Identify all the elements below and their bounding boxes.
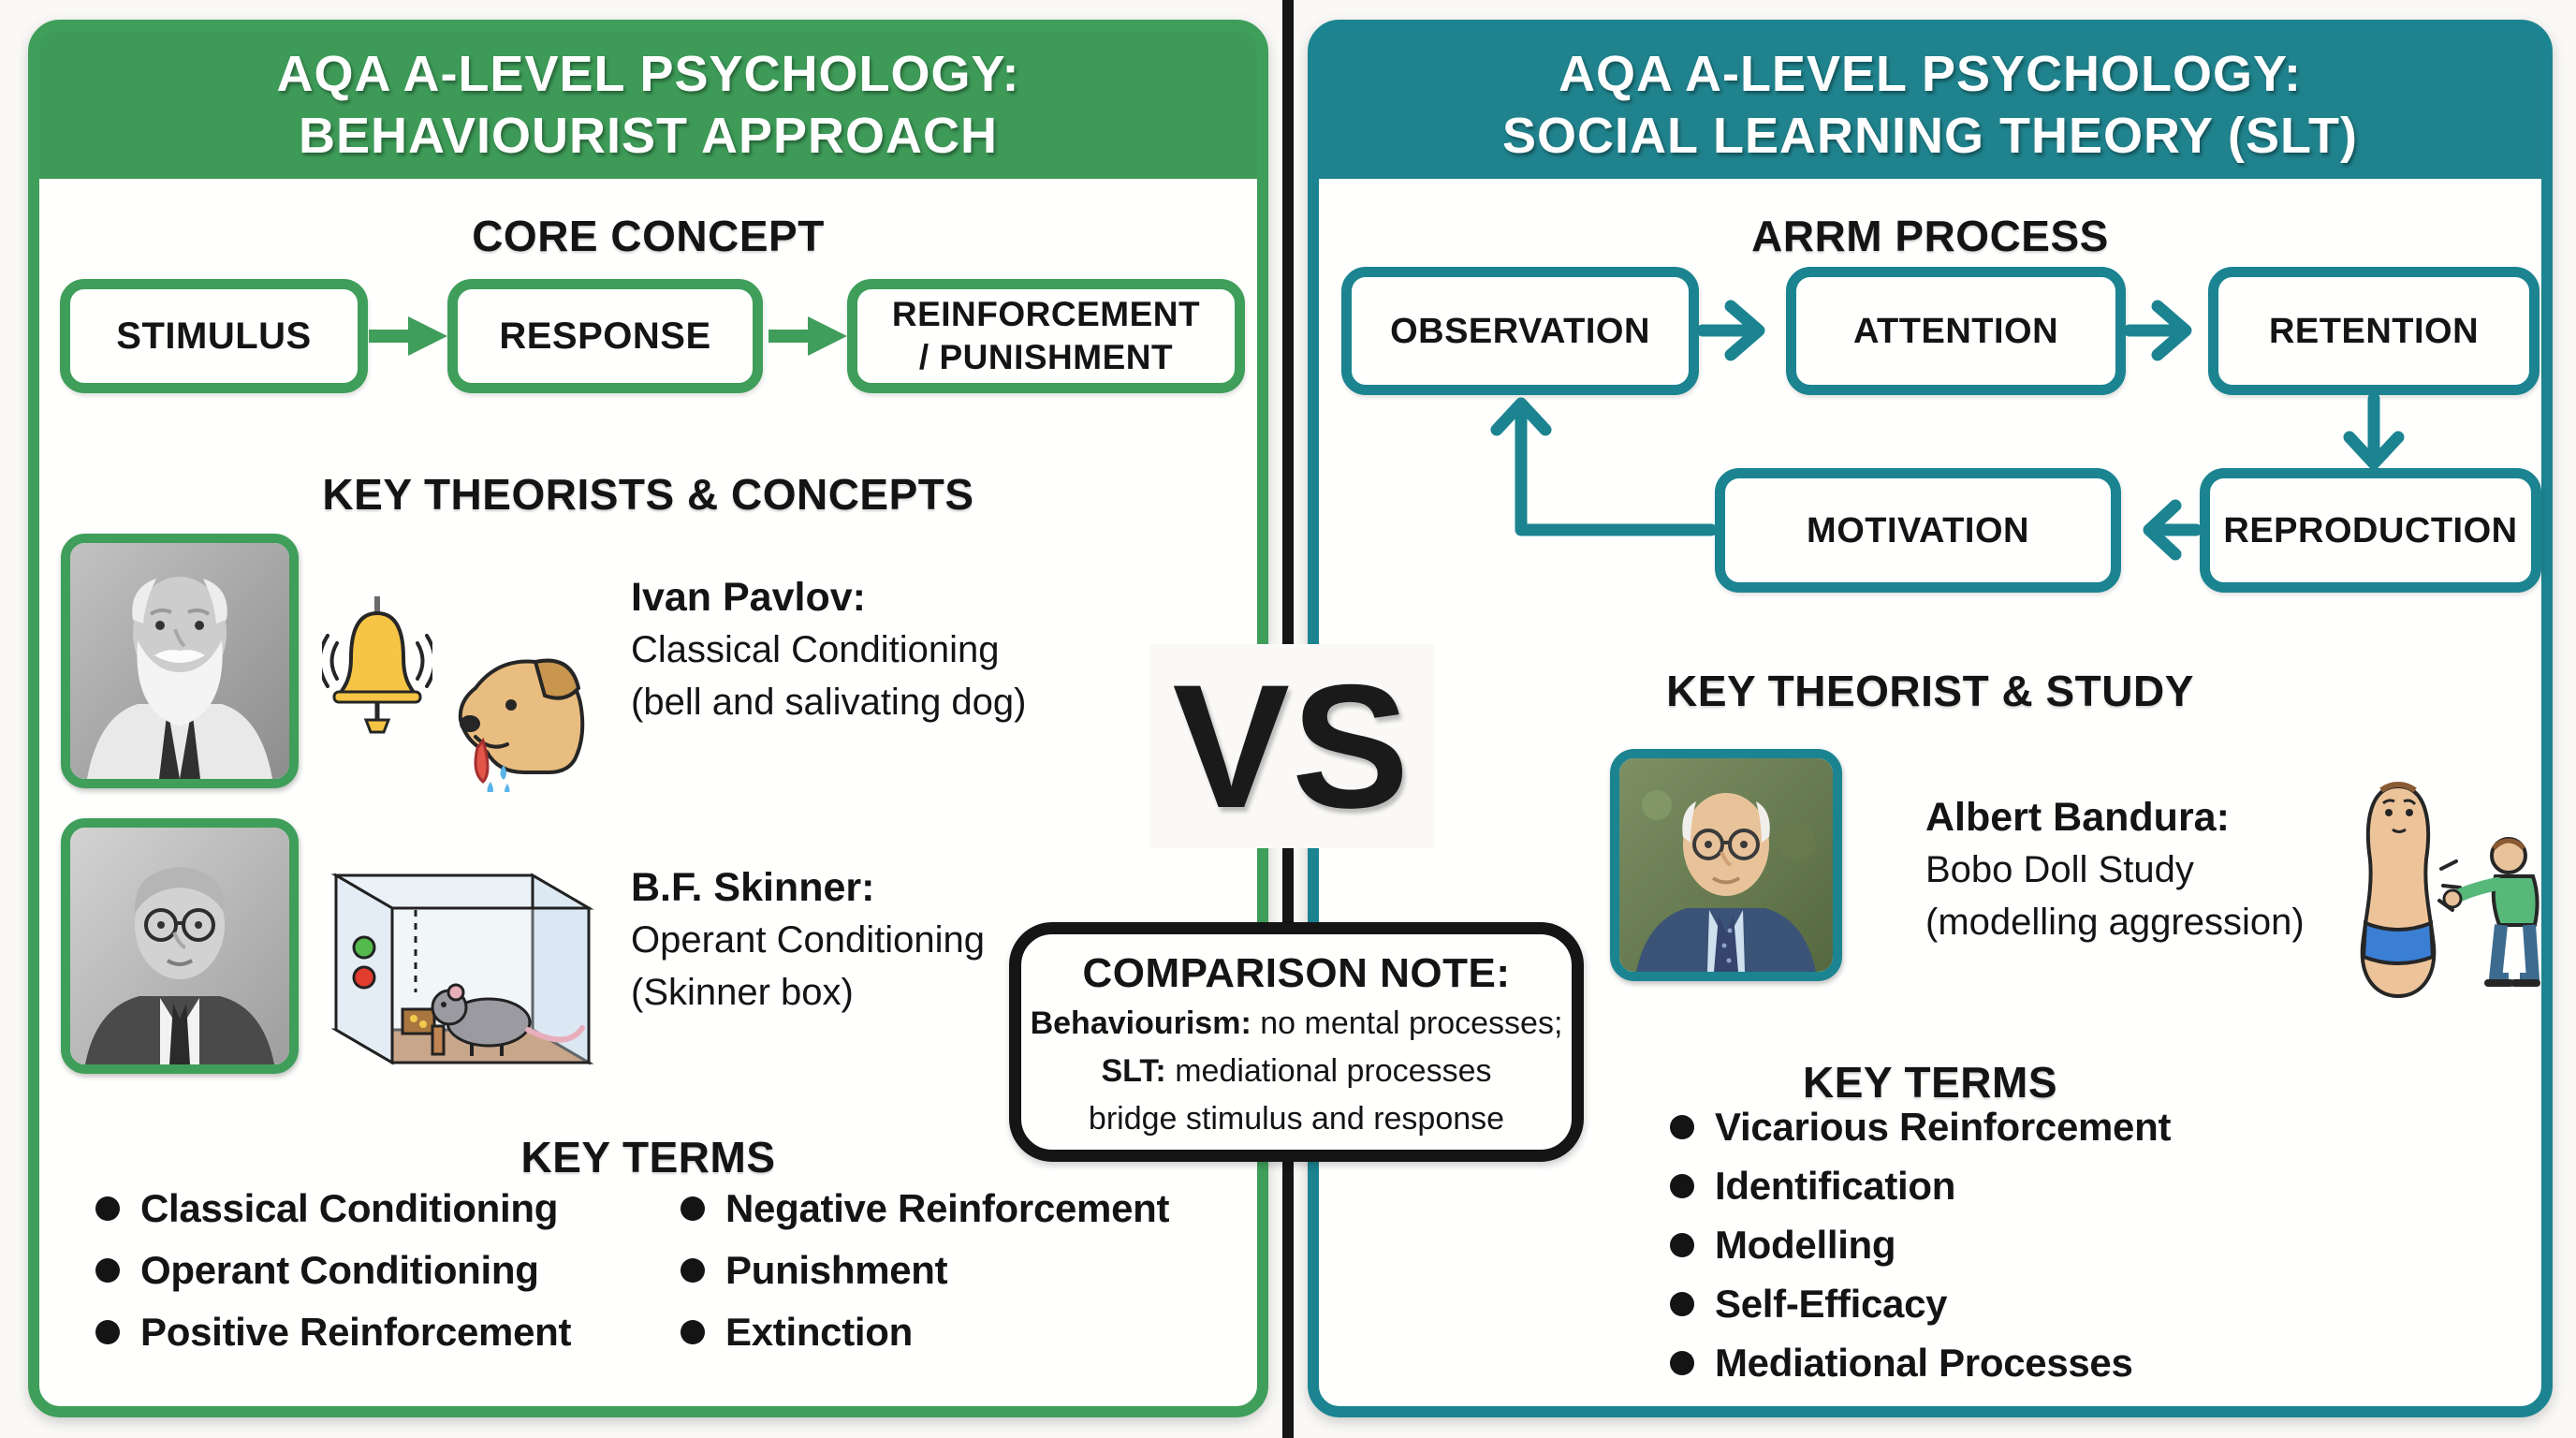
reproduction-label: REPRODUCTION xyxy=(2223,510,2518,550)
bandura-portrait xyxy=(1610,749,1842,981)
list-item: Classical Conditioning xyxy=(95,1184,558,1233)
bullet-icon xyxy=(1670,1174,1694,1198)
motivation-box: MOTIVATION xyxy=(1715,468,2121,593)
pavlov-text-block: Ivan Pavlov: Classical Conditioning (bel… xyxy=(631,571,1230,728)
pavlov-portrait xyxy=(61,534,299,788)
bandura-concept: (modelling aggression) xyxy=(1925,902,2305,943)
behaviourist-header: AQA A-LEVEL PSYCHOLOGY: BEHAVIOURIST APP… xyxy=(39,31,1257,179)
bullet-icon xyxy=(681,1196,705,1221)
arrm-process-heading: ARRM PROCESS xyxy=(1751,212,2109,260)
list-item: Vicarious Reinforcement xyxy=(1670,1103,2171,1152)
attention-box: ATTENTION xyxy=(1786,267,2126,395)
behaviourist-panel: AQA A-LEVEL PSYCHOLOGY: BEHAVIOURIST APP… xyxy=(28,20,1268,1417)
reinforcement-label: REINFORCEMENT xyxy=(891,295,1201,333)
bobo-doll-icon xyxy=(2360,781,2540,999)
bullet-icon xyxy=(95,1258,120,1283)
response-label: RESPONSE xyxy=(499,315,711,357)
key-theorist-study-heading: KEY THEORIST & STUDY xyxy=(1666,667,2194,715)
skinner-portrait xyxy=(61,818,299,1074)
bandura-text-block: Albert Bandura: Bobo Doll Study (modelli… xyxy=(1925,791,2337,948)
list-item: Negative Reinforcement xyxy=(681,1184,1170,1233)
response-box: RESPONSE xyxy=(447,279,763,393)
pavlov-name: Ivan Pavlov: xyxy=(631,575,866,620)
motivation-label: MOTIVATION xyxy=(1807,510,2029,550)
punishment-label: / PUNISHMENT xyxy=(918,338,1174,376)
list-item: Mediational Processes xyxy=(1670,1339,2133,1387)
flow-arrow-icon xyxy=(768,316,847,356)
bullet-icon xyxy=(1670,1292,1694,1316)
list-item: Modelling xyxy=(1670,1221,1896,1269)
bullet-icon xyxy=(95,1196,120,1221)
pavlov-example: (bell and salivating dog) xyxy=(631,682,1027,723)
bullet-icon xyxy=(95,1320,120,1344)
behaviourist-title-line2: BEHAVIOURIST APPROACH xyxy=(298,108,999,164)
slt-panel: AQA A-LEVEL PSYCHOLOGY: SOCIAL LEARNING … xyxy=(1308,20,2553,1417)
comparison-note-box: COMPARISON NOTE: Behaviourism: no mental… xyxy=(1009,922,1584,1162)
slt-header: AQA A-LEVEL PSYCHOLOGY: SOCIAL LEARNING … xyxy=(1319,31,2541,179)
skinner-concept: Operant Conditioning xyxy=(631,919,986,961)
core-concept-heading: CORE CONCEPT xyxy=(472,212,825,260)
bandura-study: Bobo Doll Study xyxy=(1925,849,2194,890)
bullet-icon xyxy=(681,1258,705,1283)
skinner-example: (Skinner box) xyxy=(631,972,854,1013)
attention-label: ATTENTION xyxy=(1852,311,2059,351)
comparison-note-heading: COMPARISON NOTE: xyxy=(1082,950,1511,996)
bandura-portrait-image xyxy=(1619,758,1833,972)
retention-box: RETENTION xyxy=(2208,267,2539,395)
behaviourist-title-line1: AQA A-LEVEL PSYCHOLOGY: xyxy=(276,46,1020,102)
vs-divider-block: VS xyxy=(1149,644,1434,848)
observation-label: OBSERVATION xyxy=(1390,311,1650,351)
slt-title-line2: SOCIAL LEARNING THEORY (SLT) xyxy=(1501,108,2359,164)
stimulus-box: STIMULUS xyxy=(60,279,368,393)
list-item: Punishment xyxy=(681,1246,948,1295)
vs-label: VS xyxy=(1172,648,1412,844)
pavlov-portrait-image xyxy=(70,543,289,779)
skinner-name: B.F. Skinner: xyxy=(631,865,875,910)
skinner-portrait-image xyxy=(70,828,289,1064)
note-bridge-line: bridge stimulus and response xyxy=(1088,1101,1505,1137)
bullet-icon xyxy=(1670,1351,1694,1375)
bullet-icon xyxy=(1670,1233,1694,1257)
list-item: Self-Efficacy xyxy=(1670,1280,1948,1328)
stimulus-label: STIMULUS xyxy=(116,315,312,357)
skinner-box-icon xyxy=(330,873,594,1065)
bell-icon xyxy=(322,596,432,734)
bullet-icon xyxy=(681,1320,705,1344)
list-item: Extinction xyxy=(681,1308,913,1357)
salivating-dog-icon xyxy=(458,658,585,792)
list-item: Operant Conditioning xyxy=(95,1246,539,1295)
reproduction-box: REPRODUCTION xyxy=(2200,468,2541,593)
key-theorists-heading: KEY THEORISTS & CONCEPTS xyxy=(322,470,974,519)
retention-label: RETENTION xyxy=(2268,311,2480,351)
bullet-icon xyxy=(1670,1115,1694,1139)
note-slt-line: SLT: mediational processes xyxy=(1101,1053,1492,1089)
list-item: Positive Reinforcement xyxy=(95,1308,572,1357)
pavlov-concept: Classical Conditioning xyxy=(631,629,1000,670)
slt-title-line1: AQA A-LEVEL PSYCHOLOGY: xyxy=(1558,46,2303,102)
left-key-terms-heading: KEY TERMS xyxy=(520,1133,776,1181)
observation-box: OBSERVATION xyxy=(1341,267,1699,395)
skinner-text-block: B.F. Skinner: Operant Conditioning (Skin… xyxy=(631,861,1230,1019)
reinforcement-punishment-box: REINFORCEMENT / PUNISHMENT xyxy=(847,279,1245,393)
note-behaviourism-line: Behaviourism: no mental processes; xyxy=(1030,1005,1563,1041)
list-item: Identification xyxy=(1670,1162,1955,1211)
bandura-name: Albert Bandura: xyxy=(1925,795,2230,840)
right-key-terms-heading: KEY TERMS xyxy=(1802,1058,2058,1107)
flow-arrow-icon xyxy=(369,316,447,356)
